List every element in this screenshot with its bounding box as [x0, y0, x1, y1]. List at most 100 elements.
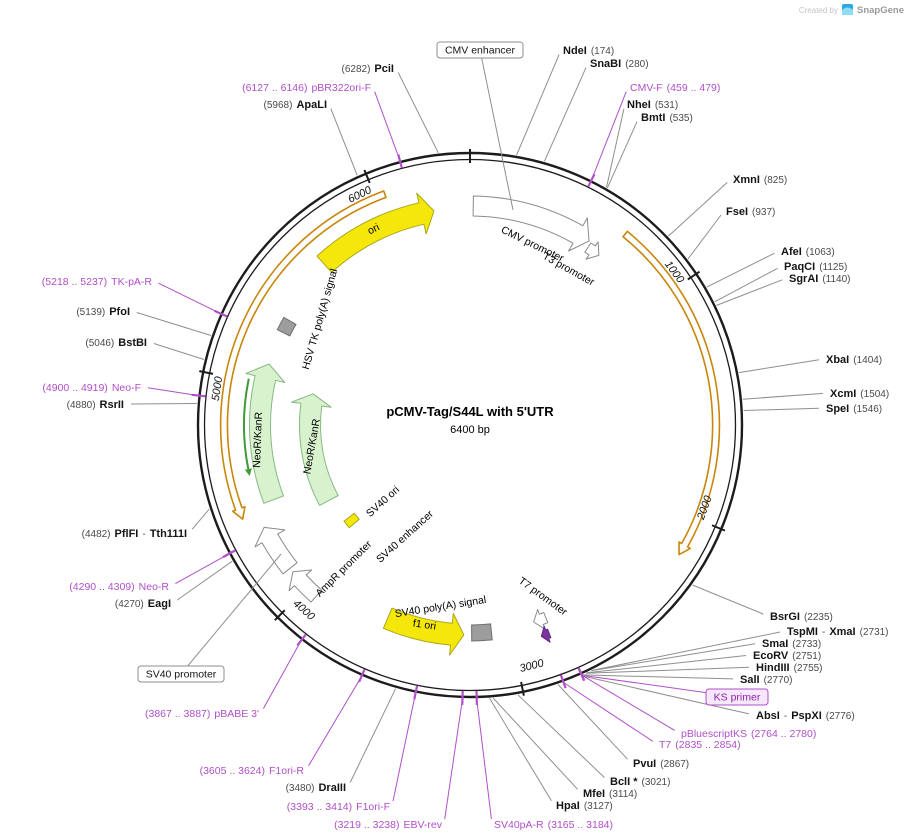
leader-line-rsrii [130, 403, 197, 405]
feature-f1-ori [382, 607, 465, 656]
site-label-part: - [822, 627, 825, 638]
box-cmv-enhancer [436, 41, 524, 59]
site-label-ndei: NdeI(174) [563, 45, 614, 57]
box-ks-primer [705, 688, 769, 706]
site-label-part: EBV-rev [403, 819, 442, 831]
site-label-part: XbaI [826, 354, 849, 366]
site-label-part: TspMI [787, 626, 818, 638]
feature-neor-kanr-outer [245, 363, 286, 504]
tick-4000 [274, 609, 286, 621]
site-label-part: NheI [627, 99, 651, 111]
leader-line-f1ori-f [392, 693, 416, 802]
site-label-part: T7 [659, 739, 671, 751]
site-label-part: EcoRV [753, 650, 789, 662]
site-label-pbr322ori-f: (6127 .. 6146)pBR322ori-F [242, 82, 371, 94]
site-label-part: (3114) [609, 789, 637, 800]
feature-label-sv40-ori: SV40 ori [364, 484, 402, 520]
site-label-fsei: FseI(937) [726, 206, 775, 218]
watermark-brand: SnapGene [857, 5, 904, 16]
site-label-pfoi: (5139)PfoI [76, 306, 130, 318]
feature-label-neor-kanr-outer: NeoR/KanR [251, 411, 265, 468]
tick-5000 [199, 370, 214, 375]
leader-line-apali [330, 108, 358, 176]
leader-line-snabi [543, 67, 587, 162]
site-label-spei: SpeI(1546) [826, 403, 882, 415]
site-label-part: (2835 .. 2854) [675, 739, 740, 751]
site-label-part: (1404) [853, 355, 882, 366]
site-label-part: (1140) [822, 274, 850, 285]
leader-line-neo-r [175, 553, 229, 585]
leader-line-smai [591, 643, 756, 672]
leader-line-hpai [489, 698, 552, 801]
site-label-part: SalI [740, 674, 760, 686]
leader-line-pbr322ori-f [374, 91, 401, 161]
plasmid-length: 6400 bp [450, 424, 490, 436]
site-label-cmv-f: CMV-F(459 .. 479) [630, 82, 720, 94]
leader-line-xcmi [742, 392, 824, 400]
site-label-part: (4482) [82, 529, 111, 540]
snapgene-logo-wave [842, 7, 853, 15]
feature-t3-promoter [584, 241, 600, 260]
watermark: Created by SnapGene [799, 4, 904, 16]
leader-line-fsei [687, 214, 722, 260]
leader-line-pbabe-3 [262, 640, 302, 709]
site-label-neo-r: (4290 .. 4309)Neo-R [69, 581, 169, 593]
site-label-part: (2867) [660, 759, 689, 770]
site-label-paqci: PaqCI(1125) [784, 261, 847, 273]
site-label-part: pBluescriptKS [681, 728, 747, 740]
site-label-ebv-rev: (3219 .. 3238)EBV-rev [334, 819, 443, 831]
leader-line-eagi [176, 560, 233, 601]
leader-line-neo-f [147, 387, 198, 396]
site-label-pbluescriptks: pBluescriptKS(2764 .. 2780) [681, 728, 816, 740]
site-label-bmti: BmtI(535) [641, 112, 693, 124]
site-label-part: (5968) [264, 100, 293, 111]
site-label-neo-f: (4900 .. 4919)Neo-F [42, 382, 141, 394]
site-label-part: (2235) [804, 612, 833, 623]
site-label-part: (3605 .. 3624) [200, 765, 265, 777]
leader-line-xbai [738, 359, 820, 374]
site-label-part: (174) [591, 46, 614, 57]
leader-line-ndei [516, 54, 560, 156]
site-label-ks-primer: KS primer [714, 692, 761, 704]
tick-label-4000: 4000 [291, 598, 318, 624]
leader-line-pflfi-tth111i [191, 508, 210, 530]
feature-label-hsv-tk-polya: HSV TK poly(A) signal [300, 267, 340, 371]
site-label-part: (2770) [764, 675, 793, 686]
site-label-pcii: (6282)PciI [342, 63, 394, 75]
tick-3000 [520, 681, 525, 696]
site-label-part: (5139) [76, 307, 105, 318]
leader-line-sv40-promoter [180, 553, 282, 675]
feature-orf-arc-right [622, 230, 721, 556]
site-label-part: (531) [655, 100, 678, 111]
site-label-apali: (5968)ApaLI [264, 99, 327, 111]
site-label-part: XmaI [829, 626, 855, 638]
site-label-snabi: SnaBI(280) [590, 58, 649, 70]
site-label-part: (3127) [584, 801, 613, 812]
site-label-part: BsrGI [770, 611, 800, 623]
primer-site-mark-pbluescriptks [577, 667, 586, 682]
leader-line-pbluescriptks [581, 674, 675, 731]
site-label-afei: AfeI(1063) [781, 246, 835, 258]
leader-line-pvui [557, 684, 628, 760]
site-label-part: FseI [726, 206, 748, 218]
leader-line-tk-pa-r [158, 282, 221, 314]
leader-line-bcli [517, 694, 605, 778]
site-label-eagi: (4270)EagI [115, 598, 171, 610]
leader-line-cmv-f [591, 91, 627, 180]
site-label-part: Tth111I [150, 528, 187, 540]
tick-1000 [687, 270, 701, 281]
site-label-part: PvuI [633, 758, 656, 770]
site-label-xcmi: XcmI(1504) [830, 388, 889, 400]
site-label-part: (3480) [286, 783, 315, 794]
site-label-part: EagI [148, 598, 171, 610]
site-label-sv40-promoter: SV40 promoter [146, 669, 217, 681]
site-label-hindiii: HindIII(2755) [756, 662, 823, 674]
site-label-part: PflFI [115, 528, 139, 540]
site-label-part: (6127 .. 6146) [242, 82, 307, 94]
leader-line-spei [743, 407, 820, 411]
site-label-f1ori-r: (3605 .. 3624)F1ori-R [200, 765, 305, 777]
site-label-mfei: MfeI(3114) [583, 788, 637, 800]
site-label-f1ori-f: (3393 .. 3414)F1ori-F [287, 801, 390, 813]
tick-label-2000: 2000 [695, 493, 715, 522]
